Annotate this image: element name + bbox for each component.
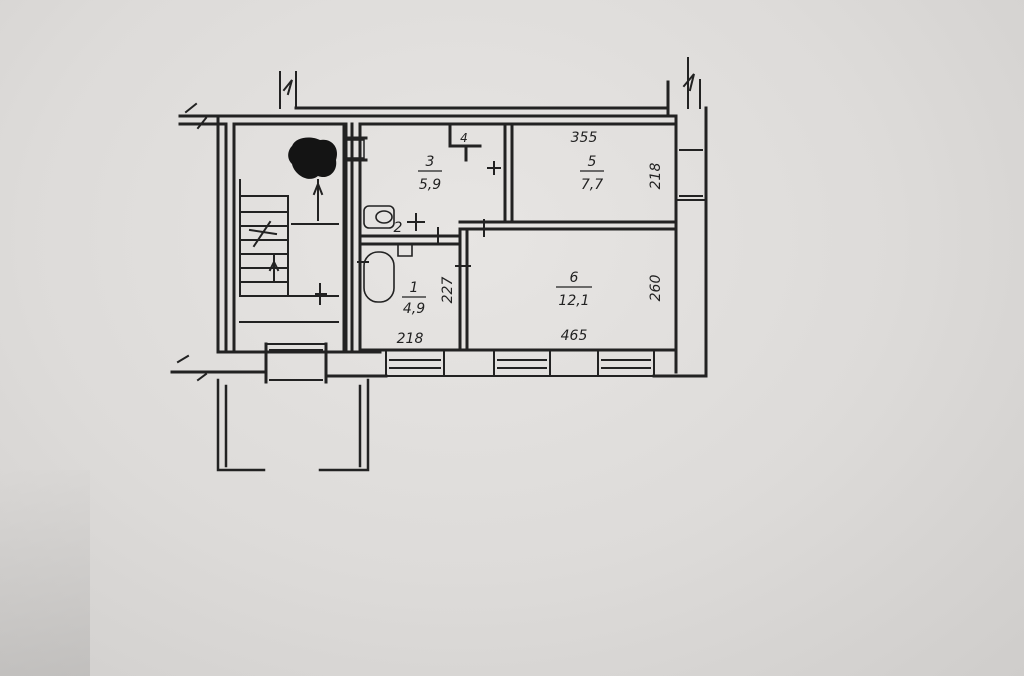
door-marks — [315, 161, 501, 305]
room-1-number: 1 — [410, 280, 419, 296]
balcony — [216, 378, 370, 472]
bath-fixtures — [363, 205, 413, 303]
dim-room5-width: 355 — [571, 130, 598, 146]
dim-room1-width: 218 — [397, 331, 424, 347]
paper-fold-shadow — [0, 470, 90, 676]
dim-room6-depth: 260 — [648, 275, 664, 302]
room-4-number: 4 — [460, 131, 468, 145]
internal-walls — [358, 122, 678, 352]
room-5-area: 7,7 — [581, 177, 603, 193]
room-3-number: 3 — [426, 154, 435, 170]
dim-room5-depth: 218 — [648, 163, 664, 190]
room-6-area: 12,1 — [558, 293, 589, 309]
stairwell — [232, 122, 348, 354]
windows — [265, 145, 707, 381]
dimension-labels: 355 218 260 227 218 465 — [397, 130, 664, 347]
room-3-area: 5,9 — [419, 177, 441, 193]
dim-room6-width: 465 — [561, 328, 588, 344]
room-labels: 3 5,9 5 7,7 6 12,1 1 4,9 2 4 — [394, 131, 604, 317]
room-2-number: 2 — [394, 220, 403, 236]
break-symbols — [176, 57, 701, 382]
entrance-wall — [342, 122, 368, 354]
room-6-number: 6 — [570, 270, 579, 286]
room-1-area: 4,9 — [403, 301, 425, 317]
dim-room1-depth: 227 — [440, 277, 456, 304]
redaction-blot — [288, 137, 338, 179]
room-5-number: 5 — [588, 154, 597, 170]
